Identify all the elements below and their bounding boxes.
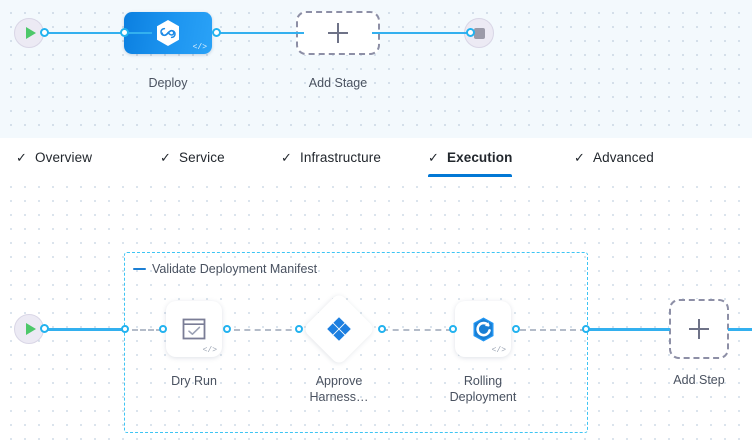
step-node-dry-run[interactable]: </> bbox=[166, 301, 222, 357]
step-label-approve-harness: Approve Harness… bbox=[309, 374, 369, 404]
add-step-button[interactable] bbox=[669, 299, 729, 359]
dryrun-output-port[interactable] bbox=[223, 325, 231, 333]
step-label-dry-run: Dry Run bbox=[171, 374, 217, 388]
tab-label: Overview bbox=[35, 150, 93, 165]
stage-canvas[interactable]: </> Deploy Add Stage bbox=[0, 0, 752, 138]
execution-start-port[interactable] bbox=[40, 324, 49, 333]
plus-icon bbox=[689, 319, 709, 339]
stop-icon bbox=[473, 27, 485, 39]
check-icon: ✓ bbox=[281, 150, 292, 165]
tab-execution[interactable]: ✓ Execution bbox=[428, 138, 513, 177]
start-circle bbox=[14, 18, 44, 48]
rolling-output-port[interactable] bbox=[512, 325, 520, 333]
deploy-output-port[interactable] bbox=[212, 28, 221, 37]
plus-icon bbox=[328, 23, 348, 43]
connector-group-to-addstep bbox=[586, 328, 670, 331]
approve-icon-wrap bbox=[313, 303, 365, 355]
connector-approve-to-rolling bbox=[382, 329, 452, 331]
tab-advanced[interactable]: ✓ Advanced bbox=[574, 138, 654, 177]
play-icon bbox=[25, 323, 36, 335]
connector-addstage-to-end bbox=[372, 31, 470, 34]
end-input-port[interactable] bbox=[466, 28, 475, 37]
step-group-validate-deployment-manifest[interactable] bbox=[124, 252, 588, 433]
step-label-rolling-deployment: Rolling Deployment bbox=[449, 374, 517, 404]
check-icon: ✓ bbox=[574, 150, 585, 165]
tab-service[interactable]: ✓ Service bbox=[160, 138, 225, 177]
approve-input-port[interactable] bbox=[295, 325, 303, 333]
connector-start-to-group bbox=[44, 328, 126, 331]
harness-hexagon-icon bbox=[157, 20, 179, 46]
minus-icon[interactable] bbox=[133, 268, 146, 270]
approve-output-port[interactable] bbox=[378, 325, 386, 333]
rolling-input-port[interactable] bbox=[449, 325, 457, 333]
deploy-input-port[interactable] bbox=[120, 28, 129, 37]
dryrun-input-port[interactable] bbox=[159, 325, 167, 333]
check-icon: ✓ bbox=[428, 150, 439, 165]
check-icon: ✓ bbox=[16, 150, 27, 165]
tab-overview[interactable]: ✓ Overview bbox=[16, 138, 92, 177]
step-group-header[interactable]: Validate Deployment Manifest bbox=[133, 262, 317, 276]
execution-canvas[interactable]: Validate Deployment Manifest bbox=[0, 177, 752, 448]
connector-deploy-to-addstage bbox=[218, 31, 304, 34]
add-step-label: Add Step bbox=[673, 373, 725, 387]
step-group-title: Validate Deployment Manifest bbox=[152, 262, 318, 276]
add-stage-button[interactable] bbox=[296, 11, 380, 55]
stage-tabs: ✓ Overview ✓ Service ✓ Infrastructure ✓ … bbox=[0, 138, 752, 178]
tab-label: Advanced bbox=[593, 150, 654, 165]
connector-addstep-to-right bbox=[728, 328, 752, 331]
connector-rolling-to-groupend bbox=[520, 329, 586, 331]
code-badge: </> bbox=[491, 346, 506, 355]
tab-label: Infrastructure bbox=[300, 150, 381, 165]
code-badge: </> bbox=[202, 346, 217, 355]
check-icon: ✓ bbox=[160, 150, 171, 165]
pipeline-start-node[interactable] bbox=[14, 18, 44, 48]
dry-run-checkbox-icon bbox=[182, 318, 206, 340]
tab-label: Service bbox=[179, 150, 225, 165]
tab-infrastructure[interactable]: ✓ Infrastructure bbox=[281, 138, 381, 177]
tab-label: Execution bbox=[447, 150, 513, 165]
harness-approval-diamond-icon bbox=[327, 317, 351, 341]
group-entry-port[interactable] bbox=[121, 325, 129, 333]
connector-group-to-dryrun bbox=[132, 329, 162, 331]
play-icon bbox=[25, 27, 36, 39]
step-node-rolling-deployment[interactable]: </> bbox=[455, 301, 511, 357]
group-exit-port[interactable] bbox=[582, 325, 590, 333]
rolling-deployment-icon bbox=[473, 317, 493, 341]
stage-label-deploy: Deploy bbox=[148, 76, 188, 90]
start-output-port[interactable] bbox=[40, 28, 49, 37]
code-badge: </> bbox=[192, 43, 207, 52]
add-stage-label: Add Stage bbox=[308, 76, 368, 90]
connector-dryrun-to-approve bbox=[234, 329, 302, 331]
connector-start-to-deploy bbox=[44, 31, 152, 34]
